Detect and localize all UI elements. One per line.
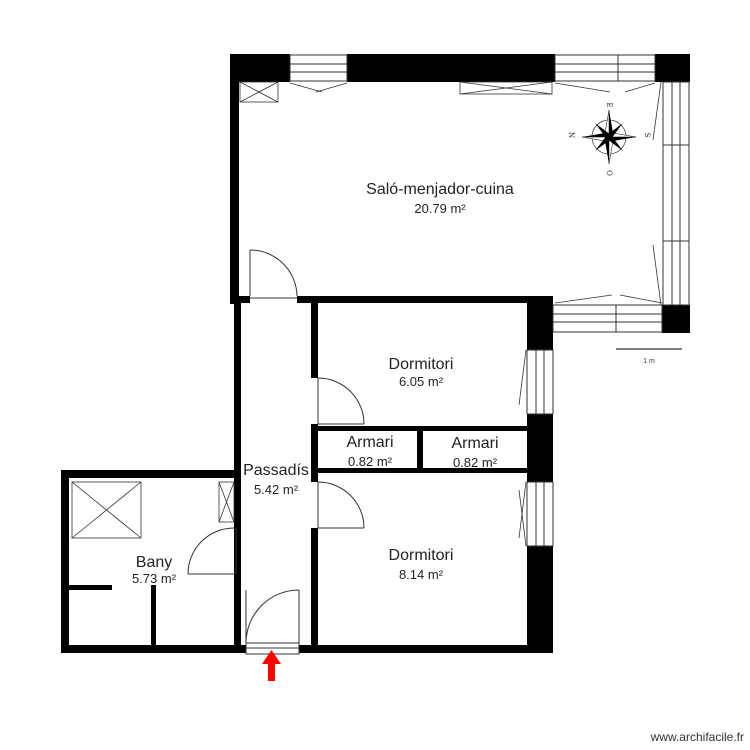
room-area-dormitori-1: 6.05 m² <box>399 374 444 389</box>
window-top-left <box>289 54 348 82</box>
window-right <box>662 81 690 306</box>
compass-n: N <box>567 132 575 138</box>
window-swing-lines <box>289 81 663 547</box>
scale-label: 1 m <box>643 358 655 365</box>
door-bath-swing <box>187 527 235 575</box>
credit-link[interactable]: www.archifacile.fr <box>650 730 744 744</box>
wall-bath-top <box>61 470 241 478</box>
bath-shaft <box>218 481 235 523</box>
window-bedroom-1 <box>526 349 554 415</box>
wall-bath-stub-h <box>69 585 112 590</box>
door-living-swing <box>249 249 298 297</box>
room-name-salo: Saló-menjador-cuina <box>366 181 514 198</box>
wall-bottom-right <box>299 645 553 653</box>
room-area-armari-1: 0.82 m² <box>348 454 393 469</box>
shower-tray <box>71 481 142 539</box>
room-name-dormitori-2: Dormitori <box>389 547 454 564</box>
wall-bedroom-right-1 <box>527 346 553 350</box>
compass-s: S <box>643 133 651 138</box>
entrance-arrow <box>262 650 281 681</box>
windows <box>245 54 690 655</box>
scale-bar: 1 m <box>616 348 682 365</box>
room-area-salo: 20.79 m² <box>414 201 466 216</box>
wall-corridor-right-bottom <box>311 528 318 652</box>
room-area-bany: 5.73 m² <box>132 571 177 586</box>
room-area-armari-2: 0.82 m² <box>453 455 498 470</box>
room-name-armari-2: Armari <box>451 435 498 452</box>
compass-o: O <box>605 170 613 176</box>
living-shaft <box>239 81 279 103</box>
wall-bedroom-right-mid <box>527 414 553 482</box>
room-name-bany: Bany <box>136 554 172 571</box>
door-bedroom1-swing <box>317 377 365 425</box>
window-top-right <box>554 54 656 82</box>
compass-e: E <box>605 102 613 107</box>
wall-bath-left <box>61 470 69 653</box>
wall-top-left <box>230 54 290 82</box>
wall-right-corner-bottom <box>662 305 690 333</box>
room-labels: Saló-menjador-cuina 20.79 m² Dormitori 6… <box>132 181 514 586</box>
wall-corridor-right-mid <box>311 424 318 482</box>
room-area-dormitori-2: 8.14 m² <box>399 567 444 582</box>
wall-bottom-left <box>61 645 246 653</box>
room-name-passadis: Passadís <box>243 462 309 479</box>
room-area-passadis: 5.42 m² <box>254 482 299 497</box>
wall-living-left <box>230 54 239 304</box>
window-bedroom-2 <box>526 481 554 547</box>
wall-top-right-corner <box>655 54 690 82</box>
door-bedroom2-swing <box>317 481 365 529</box>
wall-bath-stub-v <box>151 585 156 645</box>
wall-top-mid <box>347 54 555 82</box>
window-living-bottom <box>552 304 663 333</box>
walls <box>61 54 690 653</box>
fixtures <box>71 81 553 539</box>
door-entrance-swing <box>245 589 300 644</box>
room-name-dormitori-1: Dormitori <box>389 356 454 373</box>
wall-bedroom-corner <box>527 296 553 346</box>
kitchen-counter <box>459 81 553 95</box>
doors <box>187 249 365 644</box>
room-name-armari-1: Armari <box>346 434 393 451</box>
wall-living-bottom <box>297 296 541 303</box>
wall-corridor-right-top <box>311 296 318 378</box>
wall-closet-divider <box>417 426 423 473</box>
compass-rose: E O N S <box>567 102 651 176</box>
wall-bedroom-right-bottom <box>527 546 553 652</box>
